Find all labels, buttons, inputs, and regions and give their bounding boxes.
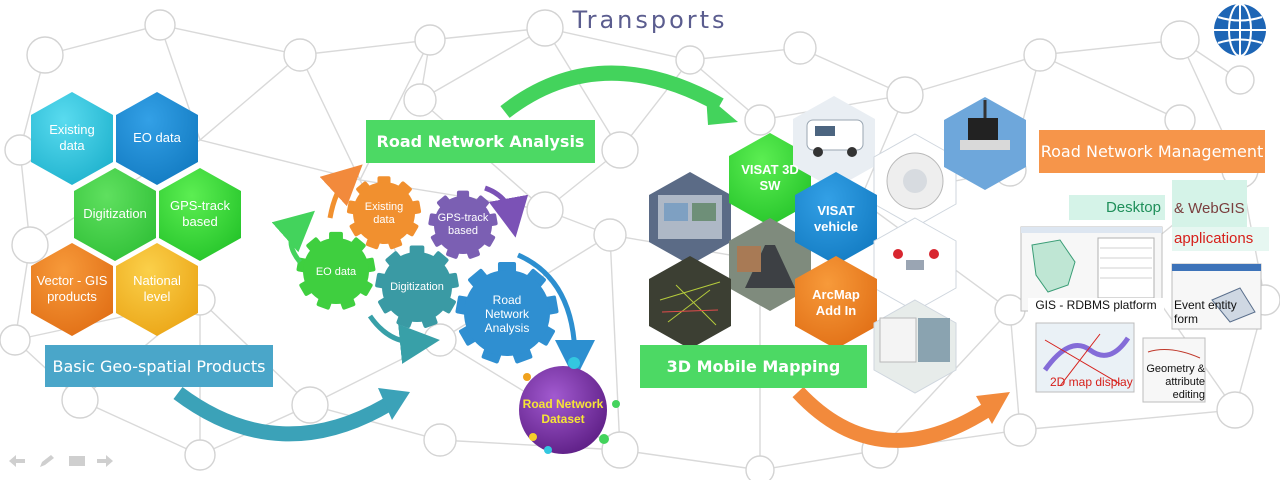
desktop-label: Desktop — [1069, 195, 1165, 220]
hex-arcmap-addin — [795, 256, 877, 349]
hex-label-existing-data: Existing data — [49, 122, 95, 153]
hex-label-visat-3dsw: VISAT 3D SW — [741, 162, 799, 193]
map-display-caption: 2D map display — [1050, 375, 1133, 389]
management-screenshots — [1020, 226, 1262, 403]
hex-national-level — [116, 243, 198, 336]
mobile-mapping-hexagons — [649, 96, 1026, 394]
hex-vector-gis — [31, 243, 113, 336]
photo-hex-point-cloud — [649, 256, 731, 349]
mobile-mapping-banner: 3D Mobile Mapping — [640, 345, 867, 388]
management-banner: Road Network Management — [1039, 130, 1265, 173]
hex-label-visat-vehicle: VISAT vehicle — [813, 203, 859, 234]
arrow-mapping-to-management-head — [976, 392, 1010, 424]
hex-label-digitization: Digitization — [83, 206, 147, 221]
basic-products-banner: Basic Geo-spatial Products — [45, 345, 273, 387]
hex-existing-data — [31, 92, 113, 185]
road-analysis-banner: Road Network Analysis — [366, 120, 595, 163]
pen-icon[interactable] — [38, 454, 56, 468]
hex-label-eo-data: EO data — [133, 130, 181, 145]
gear-road-network-analysis — [455, 261, 559, 364]
menu-icon[interactable] — [68, 454, 86, 468]
dataset-label: Road Network Dataset — [522, 397, 604, 426]
basic-products-hexagons — [31, 92, 241, 336]
event-form-screenshot — [1171, 263, 1262, 330]
gear-label-road-network-analysis: Road Network Analysis — [484, 293, 530, 335]
applications-label: applications — [1172, 227, 1269, 251]
gear-label-eo-data: EO data — [315, 265, 357, 278]
hex-label-gps-track: GPS-track based — [170, 198, 230, 229]
geometry-editing-screenshot — [1142, 337, 1206, 403]
gear-tooth — [385, 251, 403, 269]
hex-eo-data — [116, 92, 198, 185]
arrow-analysis-to-mapping-head — [706, 95, 738, 125]
gear-gps-track — [428, 190, 498, 259]
hex-visat-3dsw — [729, 133, 811, 226]
gear-tooth — [349, 237, 366, 254]
flow-arrows — [173, 65, 1010, 448]
gear-label-existing-data: Existing data — [364, 201, 404, 226]
gear-tooth — [431, 251, 449, 269]
geometry-editing-caption: Geometry & attribute editing — [1146, 363, 1205, 401]
background-nodes — [0, 9, 1280, 480]
gear-label-gps-track: GPS-track based — [437, 212, 489, 237]
back-arrow-icon[interactable] — [8, 454, 26, 468]
hex-digitization — [74, 168, 156, 261]
gis-rdbms-caption: GIS - RDBMS platform — [1028, 298, 1164, 312]
event-form-caption: Event entity form — [1174, 298, 1237, 326]
hex-label-national-level: National level — [133, 273, 181, 304]
globe-logo-icon — [1214, 3, 1266, 57]
gear-label-digitization: Digitization — [390, 280, 444, 293]
page-title: Transports — [572, 6, 728, 34]
arrow-products-to-analysis — [173, 387, 396, 442]
road-network-dataset — [519, 357, 620, 454]
webgis-label: & WebGIS — [1172, 180, 1247, 228]
hex-label-vector-gis: Vector - GIS products — [36, 273, 108, 304]
gear-tooth — [468, 268, 490, 291]
forward-arrow-icon[interactable] — [96, 454, 114, 468]
arrow-products-to-analysis-head — [378, 388, 410, 420]
hex-visat-vehicle — [795, 172, 877, 265]
hex-gps-track — [159, 168, 241, 261]
gear-arrows — [271, 164, 595, 380]
arrow-mapping-to-management — [792, 386, 995, 448]
gear-tooth — [524, 268, 546, 291]
arrow-analysis-to-mapping — [500, 65, 724, 118]
gear-digitization — [375, 245, 459, 328]
hex-label-arcmap-addin: ArcMap Add In — [812, 287, 860, 318]
